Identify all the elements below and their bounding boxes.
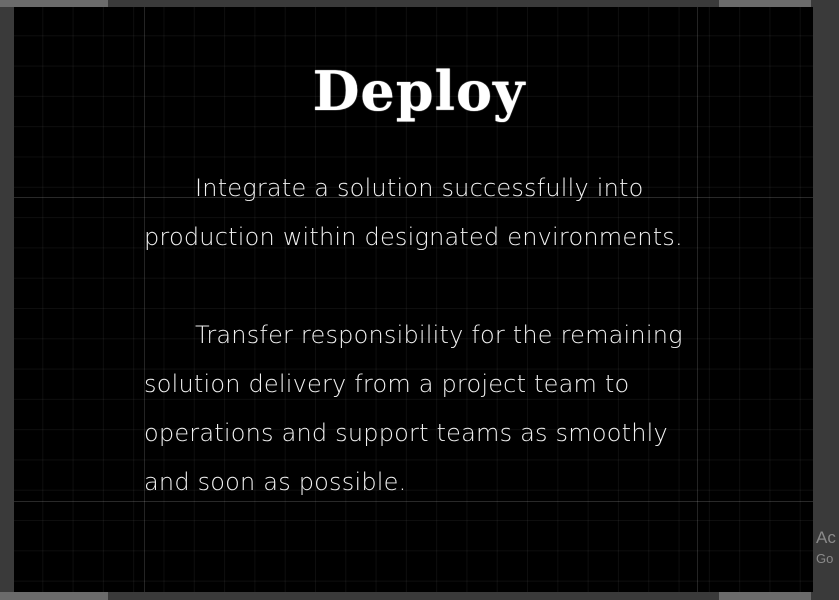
vertical-guide (697, 7, 698, 592)
body-paragraph: Integrate a solution successfully into p… (144, 174, 683, 251)
horizontal-guide (14, 501, 813, 502)
top-left-frame-marker (0, 0, 108, 7)
watermark-line-2: Go (816, 551, 834, 566)
watermark-line-1: Ac (816, 528, 836, 547)
horizontal-guide (14, 197, 813, 198)
bottom-left-frame-marker (0, 592, 108, 600)
bottom-right-frame-marker (719, 592, 811, 600)
slide-title[interactable]: Deploy (312, 59, 526, 123)
slide-canvas[interactable]: Deploy Integrate a solution successfully… (14, 7, 813, 592)
window-edge-strip (813, 0, 839, 600)
vertical-guide (144, 7, 145, 592)
slide-body-text[interactable]: Integrate a solution successfully into p… (144, 164, 714, 507)
body-paragraph: Transfer responsibility for the remainin… (144, 321, 683, 496)
top-right-frame-marker (719, 0, 811, 7)
activation-watermark: Ac Go (816, 528, 836, 567)
